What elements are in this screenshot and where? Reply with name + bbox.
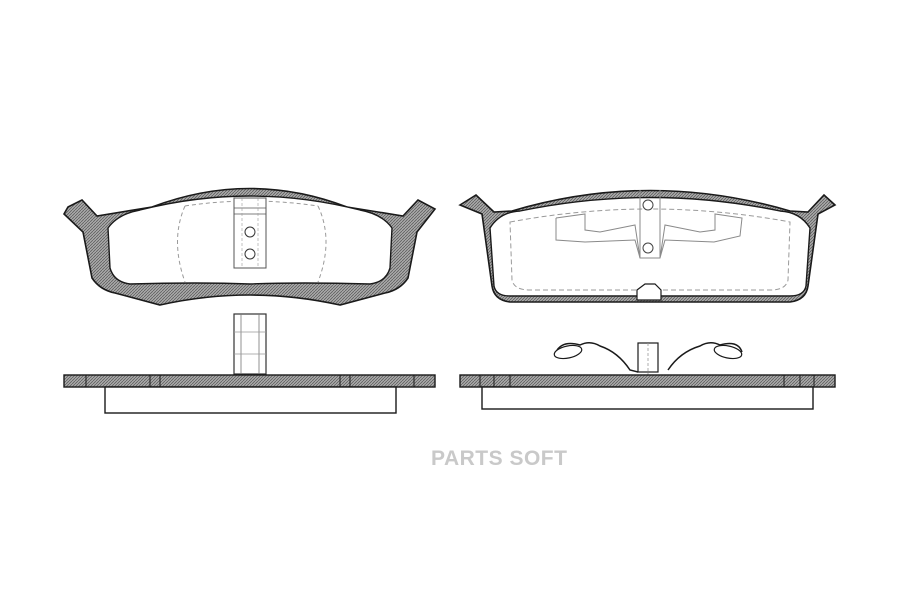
left-pad-side-view bbox=[63, 313, 436, 414]
left-side-clip bbox=[233, 313, 267, 375]
right-pad-front-view bbox=[458, 189, 837, 303]
watermark-text: PARTS SOFT bbox=[431, 447, 568, 470]
right-side-backing-plate bbox=[459, 374, 836, 388]
right-side-wire-spring bbox=[553, 342, 743, 396]
left-pad-front-view bbox=[62, 187, 437, 306]
right-wear-tab bbox=[636, 283, 662, 301]
right-pad-side-view bbox=[459, 342, 836, 410]
right-spring-clip bbox=[555, 190, 743, 259]
left-center-clip bbox=[233, 197, 267, 269]
right-hidden-outline bbox=[509, 208, 791, 291]
left-side-friction-block bbox=[104, 386, 397, 414]
right-side-friction-block bbox=[481, 386, 814, 410]
left-side-backing-plate bbox=[63, 374, 436, 388]
